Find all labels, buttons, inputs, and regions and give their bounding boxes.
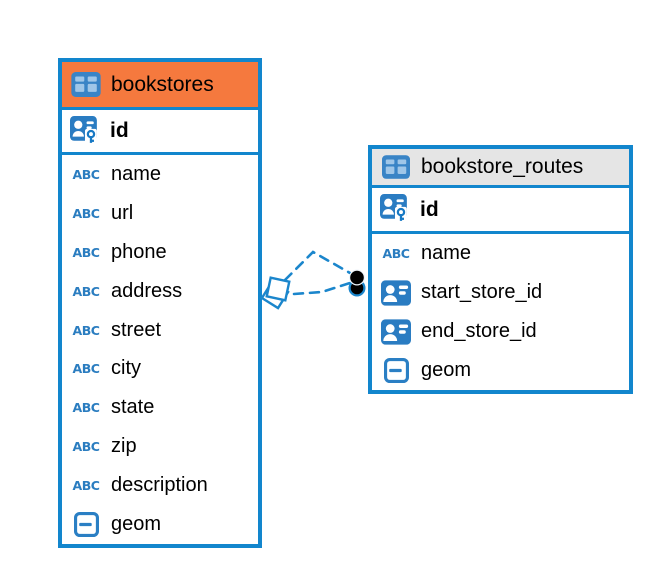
column-row[interactable]: geom <box>62 505 258 544</box>
geometry-icon <box>70 512 102 537</box>
column-row[interactable]: ABC street <box>62 311 258 350</box>
column-name: url <box>111 201 134 224</box>
column-name: zip <box>111 435 137 458</box>
column-row[interactable]: ABC phone <box>62 233 258 272</box>
column-name: city <box>111 357 141 380</box>
table-bookstore-routes[interactable]: bookstore_routes id ABC name start_store… <box>368 145 633 394</box>
column-name: id <box>420 197 439 221</box>
column-row[interactable]: ABC url <box>62 194 258 233</box>
column-row[interactable]: ABC address <box>62 272 258 311</box>
foreign-key-icon <box>380 280 412 306</box>
primary-key-row[interactable]: id <box>62 110 258 155</box>
column-name: id <box>110 119 129 142</box>
table-icon <box>70 72 102 97</box>
table-title: bookstore_routes <box>421 155 584 178</box>
column-name: address <box>111 279 183 302</box>
column-row[interactable]: ABC name <box>372 234 629 273</box>
primary-key-row[interactable]: id <box>372 188 629 234</box>
column-name: description <box>111 474 208 497</box>
column-name: street <box>111 318 162 341</box>
text-icon: ABC <box>72 322 100 338</box>
table-title: bookstores <box>111 72 214 96</box>
column-row[interactable]: geom <box>372 351 629 390</box>
relationship-line[interactable] <box>292 281 352 296</box>
column-name: end_store_id <box>421 320 537 342</box>
primary-key-icon <box>69 116 101 147</box>
text-icon: ABC <box>72 478 100 494</box>
column-name: name <box>421 242 472 264</box>
primary-key-icon <box>379 194 411 225</box>
column-row[interactable]: ABC name <box>62 155 258 194</box>
text-icon: ABC <box>382 246 410 261</box>
relationship-line[interactable] <box>283 250 352 282</box>
text-icon: ABC <box>72 361 100 377</box>
column-name: geom <box>421 359 472 381</box>
text-icon: ABC <box>72 244 100 260</box>
column-row[interactable]: ABC zip <box>62 427 258 466</box>
column-name: start_store_id <box>421 281 543 303</box>
text-icon: ABC <box>72 439 100 455</box>
column-row[interactable]: ABC description <box>62 466 258 505</box>
table-icon <box>380 155 412 179</box>
table-header-bookstore-routes[interactable]: bookstore_routes <box>372 149 629 188</box>
dot-marker[interactable] <box>348 269 366 297</box>
diamond-marker[interactable] <box>260 276 291 310</box>
text-icon: ABC <box>72 166 100 182</box>
column-name: state <box>111 396 155 419</box>
column-name: phone <box>111 240 167 263</box>
text-icon: ABC <box>72 400 100 416</box>
column-row[interactable]: ABC state <box>62 388 258 427</box>
column-row[interactable]: end_store_id <box>372 312 629 351</box>
column-row[interactable]: start_store_id <box>372 273 629 312</box>
text-icon: ABC <box>72 283 100 299</box>
column-row[interactable]: ABC city <box>62 349 258 388</box>
column-name: name <box>111 162 162 185</box>
column-name: geom <box>111 512 162 535</box>
geometry-icon <box>380 358 412 383</box>
foreign-key-icon <box>380 319 412 345</box>
table-bookstores[interactable]: bookstores id ABC name ABC url ABC phone… <box>58 58 262 548</box>
table-header-bookstores[interactable]: bookstores <box>62 62 258 110</box>
text-icon: ABC <box>72 205 100 221</box>
